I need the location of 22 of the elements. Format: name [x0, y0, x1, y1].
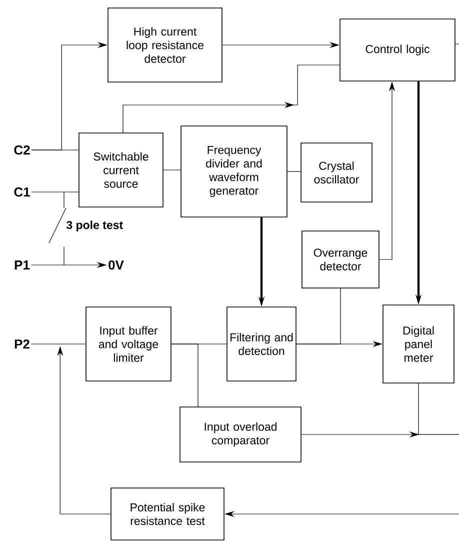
connector	[171, 344, 198, 407]
connector	[287, 171, 301, 172]
terminal-label: 0V	[108, 260, 124, 270]
block-box: Switchable current source	[78, 132, 164, 208]
connector	[296, 288, 341, 344]
block-box: Input buffer and voltage limiter	[86, 306, 172, 382]
block-box: High current loop resistance detector	[108, 8, 222, 82]
block-box: Overrange detector	[302, 230, 380, 288]
terminal-label: P1	[14, 260, 30, 270]
block-box: Potential spike resistance test	[110, 488, 224, 540]
block-box: Filtering and detection	[226, 306, 296, 382]
block-box: Frequency divider and waveform generator	[180, 126, 288, 218]
switch-label: 3 pole test	[66, 220, 123, 232]
connector	[122, 64, 340, 133]
terminal-label: C2	[14, 145, 30, 155]
block-box: Crystal oscillator	[300, 142, 372, 202]
terminal-label: P2	[14, 339, 30, 349]
block-box: Control logic	[340, 18, 456, 82]
block-box: Digital panel meter	[382, 304, 454, 384]
terminal-label: C1	[14, 187, 30, 197]
connector	[418, 383, 459, 435]
block-box: Input overload comparator	[180, 406, 302, 462]
